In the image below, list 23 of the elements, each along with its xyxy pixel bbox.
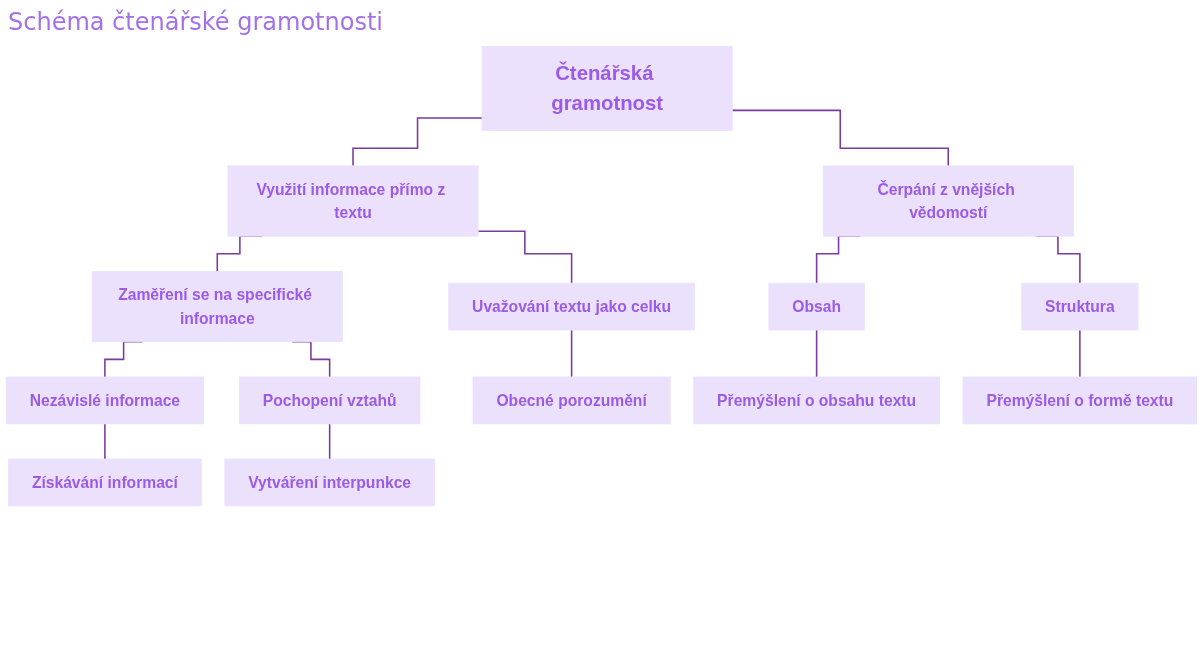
connector (352, 117, 483, 167)
node-box: Pochopení vztahů (238, 376, 421, 425)
node-box: Nezávislé informace (5, 376, 204, 425)
node-box: Využití informace přímo z textu (227, 165, 479, 237)
connector (815, 329, 818, 378)
connector (104, 423, 106, 460)
node-box: Vytváření interpunkce (224, 458, 435, 507)
node-box: Přemýšlení o formě textu (962, 376, 1198, 425)
node-box: Obecné porozumění (472, 376, 671, 425)
node-box: Čtenářská gramotnost (481, 45, 733, 132)
node-box: Čerpání z vnějších vědomostí (822, 165, 1074, 237)
connector (570, 329, 573, 378)
node-box: Obsah (768, 282, 865, 331)
node-box: Struktura (1021, 282, 1139, 331)
connector (731, 109, 949, 167)
connector (1079, 329, 1081, 378)
node-box: Uvažování textu jako celku (448, 282, 695, 331)
diagram-title: Schéma čtenářské gramotnosti (8, 8, 383, 36)
connector (477, 230, 573, 284)
node-box: Zaměření se na specifické informace (91, 271, 343, 343)
node-box: Přemýšlení o obsahu textu (693, 376, 940, 425)
node-box: Získávání informací (8, 458, 202, 507)
connector (328, 423, 331, 460)
